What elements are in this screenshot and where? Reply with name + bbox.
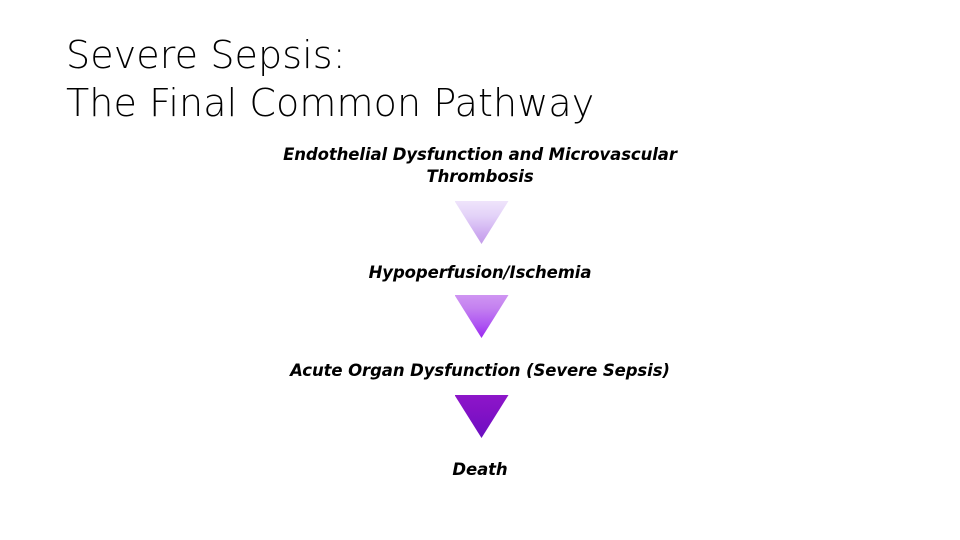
sepsis-pathway-flow: Endothelial Dysfunction and Microvascula… <box>0 140 960 481</box>
page-title-line-1: Severe Sepsis: <box>66 33 346 77</box>
down-arrow-icon <box>454 295 509 338</box>
page-title: Severe Sepsis: The Final Common Pathway <box>66 31 766 127</box>
flow-stage-label-hypoperfusion-ischemia: Hypoperfusion/Ischemia <box>368 263 592 282</box>
flow-stage-label-endothelial-dysfunction: Endothelial Dysfunction and Microvascula… <box>283 145 677 186</box>
down-arrow-icon <box>454 395 509 438</box>
down-arrow-icon <box>454 201 509 244</box>
flow-stage-label-acute-organ-dysfunction: Acute Organ Dysfunction (Severe Sepsis) <box>290 361 670 380</box>
page-title-line-2: The Final Common Pathway <box>66 81 595 125</box>
flow-stage-label-death: Death <box>452 460 508 479</box>
